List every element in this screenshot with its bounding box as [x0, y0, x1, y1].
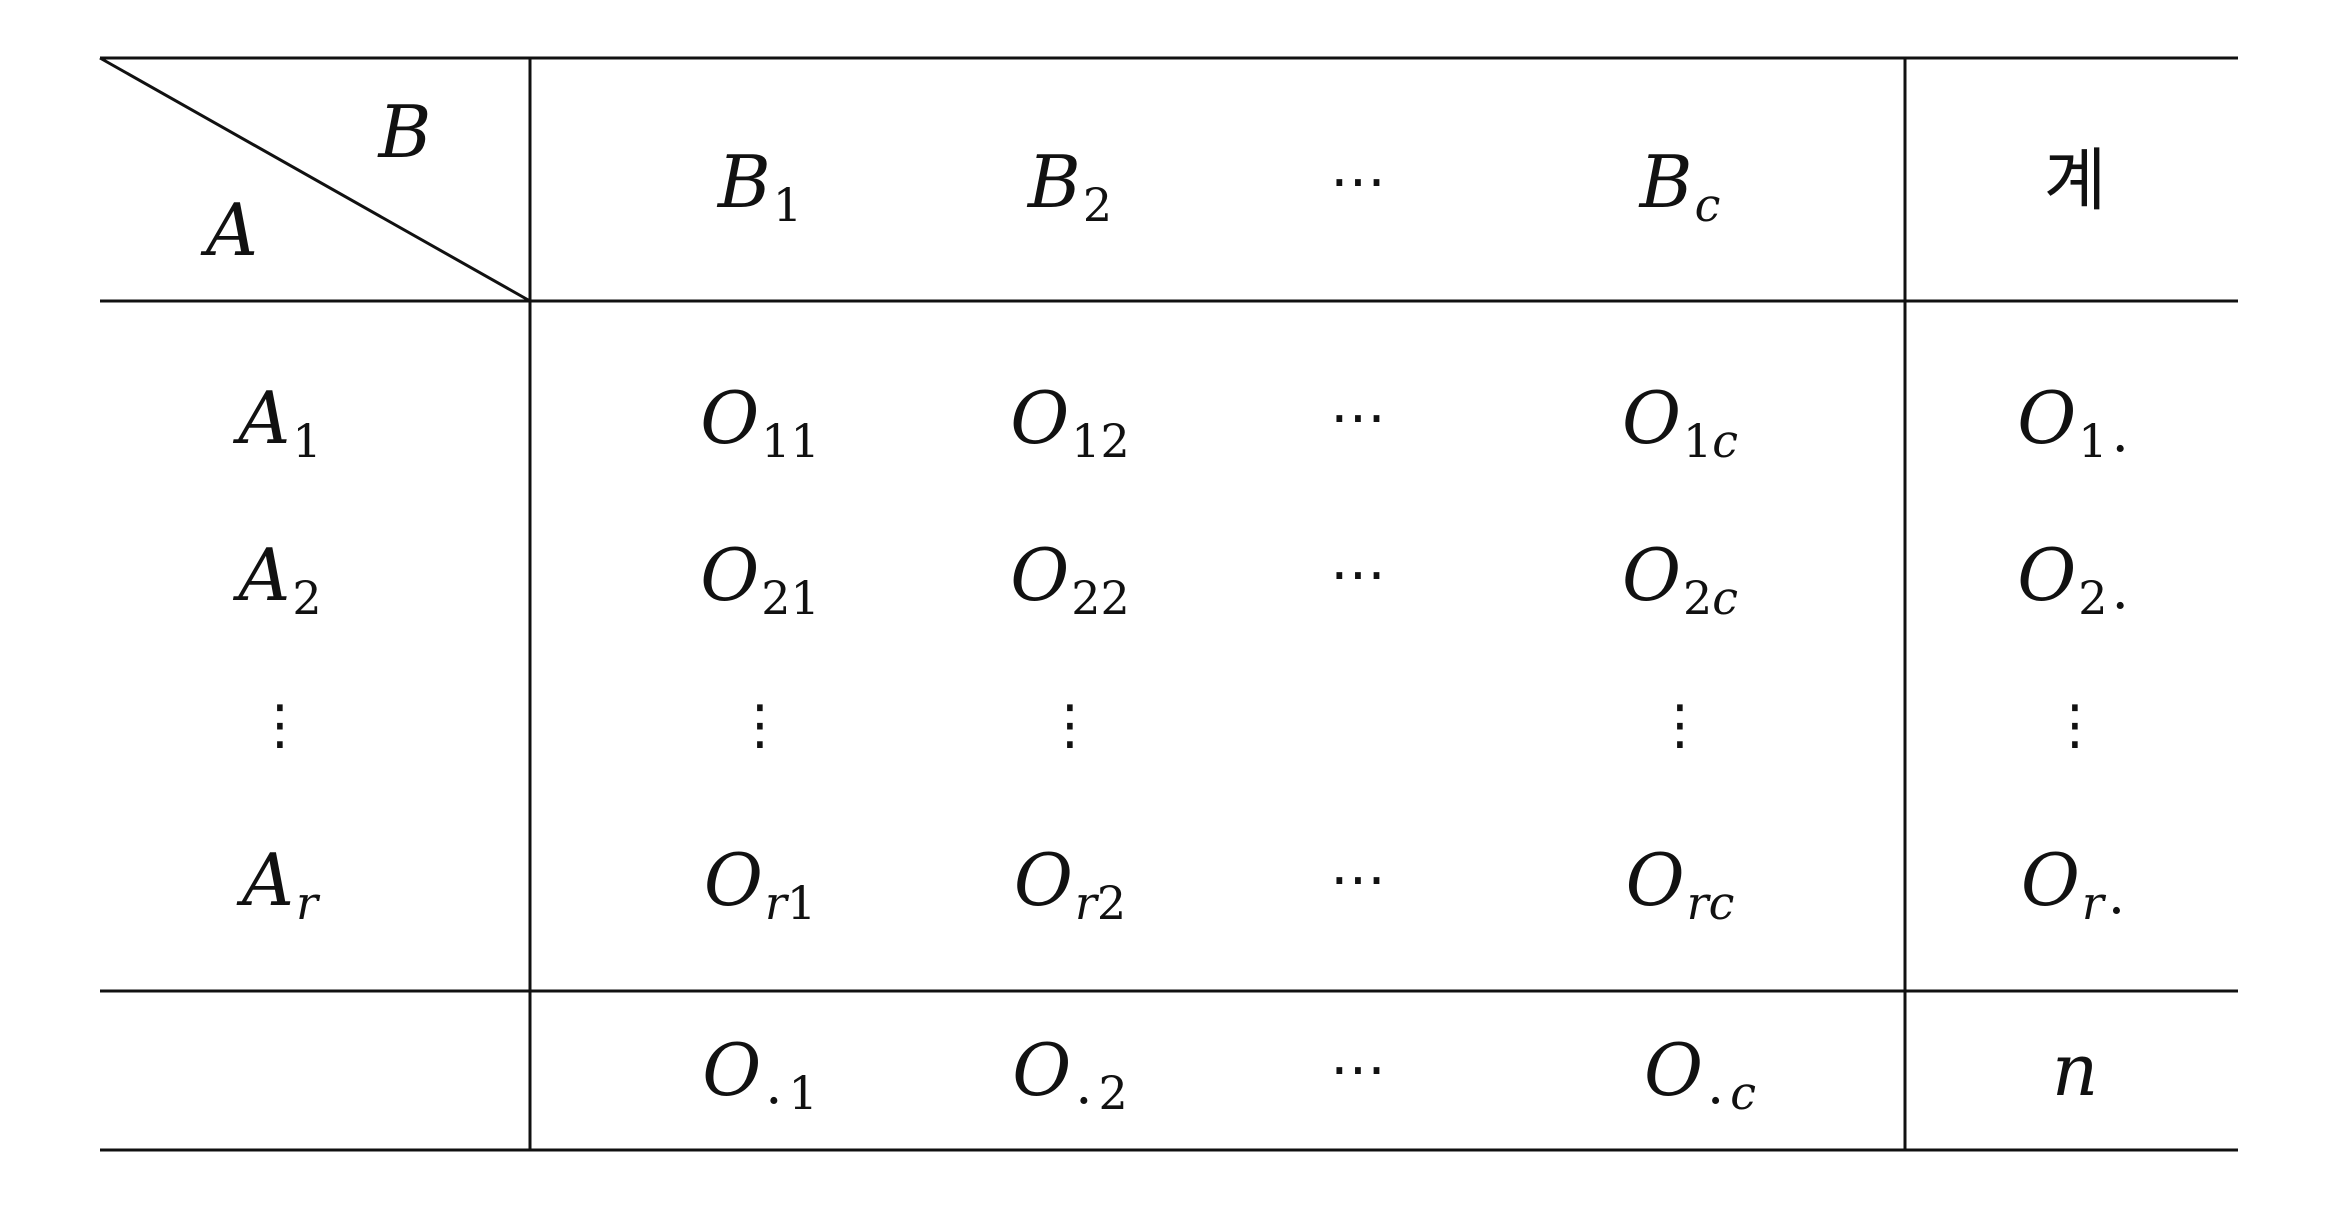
- table-cell: Or2: [1014, 844, 1126, 926]
- table-cell: ⋯: [1330, 547, 1390, 603]
- header-cell: B1: [718, 146, 802, 228]
- table-cell: O2c: [1622, 539, 1738, 621]
- subscript: 1: [292, 414, 322, 468]
- row-total: Or.: [2021, 844, 2129, 926]
- symbol: O: [2017, 376, 2077, 460]
- row-label: Ar: [242, 844, 318, 926]
- symbol: O: [1012, 1028, 1072, 1112]
- row-label: A1: [238, 382, 321, 464]
- row-label: ⋮: [253, 698, 307, 752]
- header-cell: B2: [1028, 146, 1112, 228]
- dot-index: .: [1707, 1053, 1725, 1116]
- subscript: 2: [1082, 178, 1113, 232]
- ellipsis: ⋯: [1330, 847, 1390, 912]
- subscript: 1: [2078, 414, 2108, 468]
- symbol: O: [2020, 838, 2080, 922]
- table-cell: O11: [700, 382, 820, 464]
- symbol: O: [1013, 838, 1073, 922]
- subscript: 1: [772, 178, 803, 232]
- subscript: 12: [1071, 414, 1130, 468]
- dot-index: .: [765, 1053, 783, 1116]
- table-cell: O22: [1010, 539, 1130, 621]
- symbol: O: [703, 838, 763, 922]
- subscript: 21: [761, 571, 820, 625]
- subscript: r: [296, 876, 318, 930]
- symbol: B: [717, 140, 771, 224]
- corner-column-label: B: [378, 90, 432, 174]
- subscript: 2: [292, 571, 322, 625]
- dot-index: .: [2111, 401, 2129, 464]
- symbol: O: [1621, 376, 1681, 460]
- subscript: r2: [1074, 876, 1127, 930]
- table-cell: ⋮: [1653, 698, 1707, 752]
- corner-diagonal: [99, 56, 531, 303]
- header-cell: Bc: [1640, 146, 1721, 228]
- symbol: B: [1639, 140, 1693, 224]
- vertical-dots: ⋮: [1653, 693, 1707, 756]
- table-cell: ⋯: [1330, 390, 1390, 446]
- row-total: O2.: [2017, 539, 2132, 621]
- footer-cell: O.c: [1644, 1034, 1756, 1116]
- vertical-dots: ⋮: [1043, 693, 1097, 756]
- symbol: A: [242, 838, 294, 922]
- symbol: O: [700, 376, 760, 460]
- table-cell: O12: [1010, 382, 1130, 464]
- subscript: 2: [2078, 571, 2108, 625]
- symbol: O: [702, 1028, 762, 1112]
- symbol: O: [1010, 376, 1070, 460]
- subscript: r1: [764, 876, 817, 930]
- table-cell: ⋮: [733, 698, 787, 752]
- row-total: O1.: [2017, 382, 2132, 464]
- header-cell: ⋯: [1330, 154, 1390, 210]
- grand-total: n: [2051, 1028, 2099, 1112]
- ellipsis: ⋯: [1330, 1037, 1390, 1102]
- symbol: O: [1625, 838, 1685, 922]
- symbol: O: [700, 533, 760, 617]
- vertical-dots: ⋮: [2048, 693, 2102, 756]
- vertical-dots: ⋮: [253, 693, 307, 756]
- row-total: ⋮: [2048, 698, 2102, 752]
- ellipsis: ⋯: [1330, 385, 1390, 450]
- ellipsis: ⋯: [1330, 149, 1390, 214]
- table-cell: Or1: [704, 844, 816, 926]
- symbol: A: [238, 376, 291, 460]
- symbol: B: [1027, 140, 1081, 224]
- symbol: A: [238, 533, 291, 617]
- table-cell: ⋯: [1330, 852, 1390, 908]
- subscript: 11: [761, 414, 820, 468]
- dot-index: .: [2107, 863, 2126, 926]
- table-cell: O21: [700, 539, 820, 621]
- symbol: O: [2017, 533, 2077, 617]
- footer-cell: O.1: [702, 1034, 817, 1116]
- symbol: O: [1644, 1028, 1704, 1112]
- footer-cell: O.2: [1012, 1034, 1127, 1116]
- footer-cell: ⋯: [1330, 1042, 1390, 1098]
- table-cell: O1c: [1622, 382, 1738, 464]
- subscript: 1c: [1682, 414, 1739, 468]
- vertical-dots: ⋮: [733, 693, 787, 756]
- row-label: A2: [238, 539, 321, 621]
- subscript: rc: [1686, 876, 1735, 930]
- subscript: c: [1694, 178, 1721, 232]
- symbol: O: [1621, 533, 1681, 617]
- table-cell: Orc: [1626, 844, 1735, 926]
- dot-index: .: [2111, 558, 2129, 621]
- total-header: 계: [2043, 142, 2107, 221]
- subscript: 2c: [1682, 571, 1739, 625]
- subscript: 2: [1098, 1066, 1128, 1120]
- symbol: O: [1010, 533, 1070, 617]
- corner-row-label: A: [206, 188, 258, 272]
- dot-index: .: [1075, 1053, 1093, 1116]
- subscript: r: [2081, 876, 2104, 930]
- subscript: 22: [1071, 571, 1130, 625]
- ellipsis: ⋯: [1330, 542, 1390, 607]
- table-cell: ⋮: [1043, 698, 1097, 752]
- subscript: 1: [788, 1066, 818, 1120]
- subscript: c: [1730, 1066, 1756, 1120]
